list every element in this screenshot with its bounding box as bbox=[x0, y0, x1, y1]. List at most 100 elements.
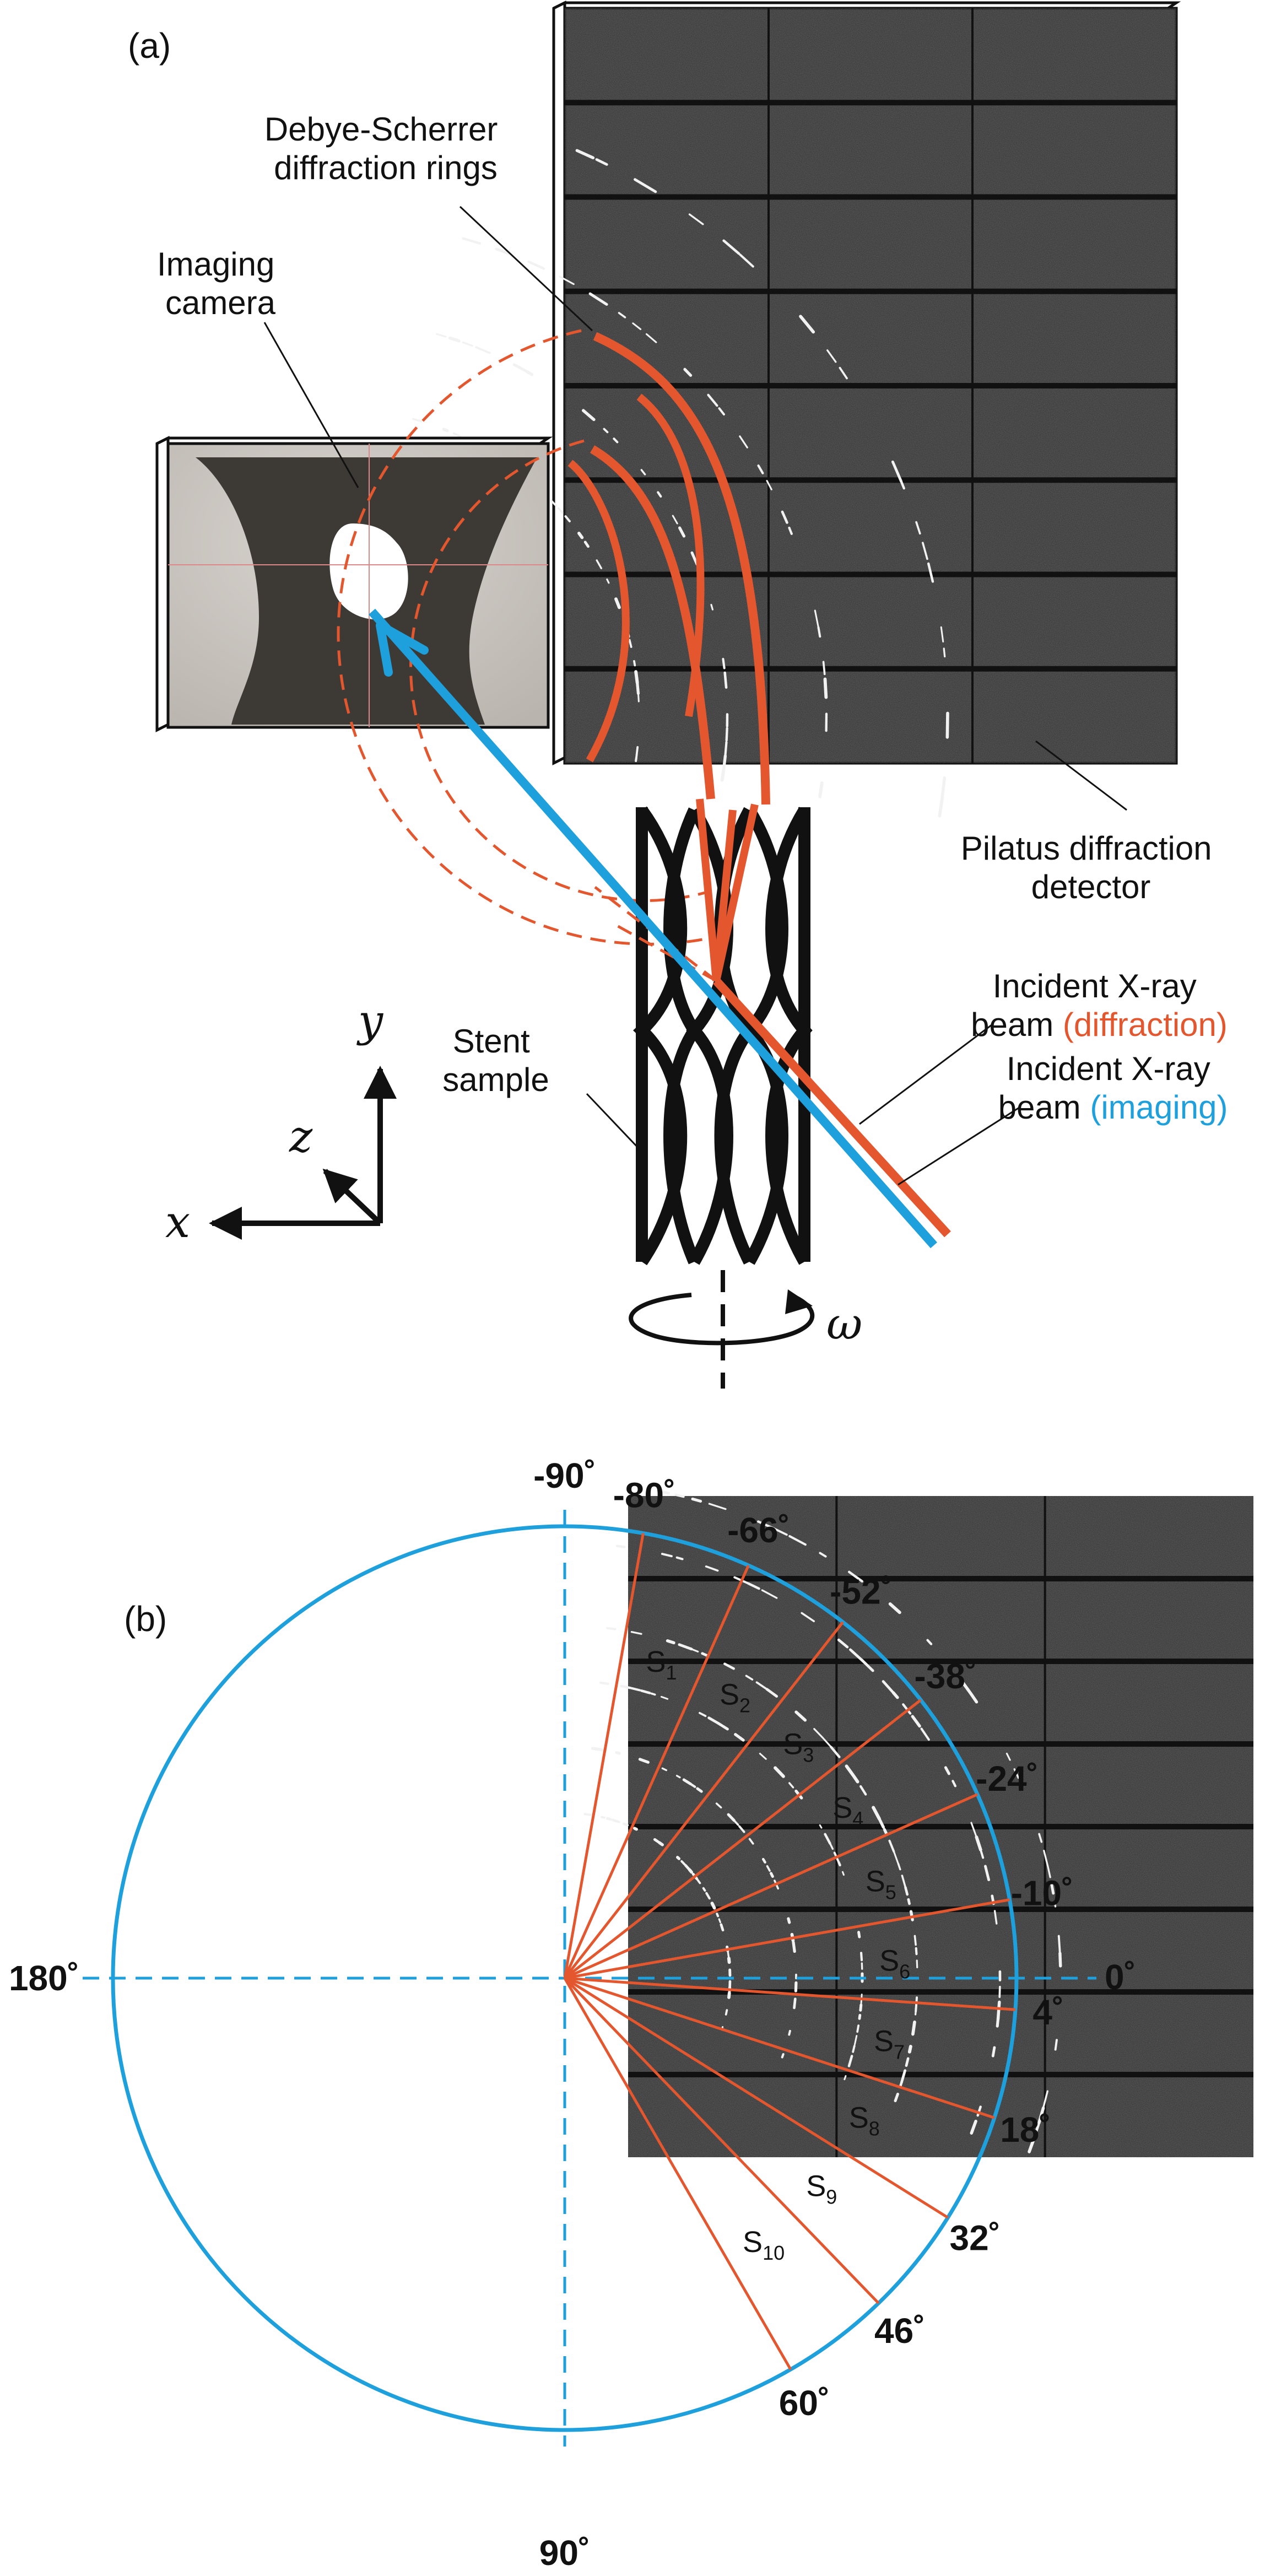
detector-b-spot bbox=[661, 1767, 667, 1772]
detector-b-spot bbox=[901, 1875, 907, 1889]
detector-b-spot bbox=[766, 1865, 771, 1872]
detector-a-spot bbox=[739, 253, 754, 268]
rings-label-line1: Debye-Scherrer bbox=[264, 111, 498, 148]
detector-b-spot bbox=[620, 1684, 632, 1689]
detector-b-spot bbox=[998, 1985, 1001, 1999]
detector-a-spot bbox=[448, 336, 461, 343]
detector-a-spot bbox=[822, 661, 826, 676]
inner-diffraction-ring bbox=[590, 445, 715, 800]
detector-a-spot bbox=[799, 315, 815, 334]
detector-b-spot bbox=[622, 1822, 629, 1827]
incident-imaging-label-line1: Incident X-ray bbox=[1007, 1050, 1210, 1087]
detector-b-spot bbox=[944, 1766, 950, 1775]
detector-b-spot bbox=[702, 1887, 706, 1892]
detector-b-spot bbox=[773, 1527, 788, 1536]
detector-b-spot bbox=[606, 1627, 617, 1630]
detector-b-spot bbox=[674, 1493, 685, 1498]
sector-boundary-line bbox=[564, 1976, 1016, 2011]
detector-a-spot bbox=[634, 670, 639, 684]
sector-boundary-line bbox=[563, 1533, 645, 1979]
detector-a-spot bbox=[823, 677, 828, 699]
inner-ring-left-arc bbox=[567, 460, 630, 763]
detector-a-spot bbox=[577, 531, 584, 539]
sector-angle-label: -66˚ bbox=[727, 1510, 790, 1550]
detector-b-spot bbox=[705, 1565, 719, 1572]
sector-boundary-line bbox=[564, 1793, 979, 1980]
detector-b-spot bbox=[738, 1825, 745, 1833]
detector-b-spot bbox=[734, 1733, 745, 1742]
panel-b-diffraction-spots bbox=[583, 1489, 1062, 2153]
incident-imaging-beam bbox=[369, 608, 937, 1249]
detector-b-spot bbox=[993, 1910, 998, 1925]
detector-b-spot bbox=[819, 1824, 823, 1829]
detector-b-spot bbox=[952, 1780, 957, 1787]
detector-a-spot bbox=[722, 754, 727, 770]
detector-a-spot bbox=[557, 507, 564, 514]
detector-a-spot bbox=[596, 559, 603, 570]
detector-b-spot bbox=[902, 1703, 912, 1715]
sector-angle-labels: -80˚-66˚-52˚-38˚-24˚-10˚4˚18˚32˚46˚60˚ bbox=[613, 1476, 1074, 2423]
detector-b-spot bbox=[1038, 1833, 1043, 1843]
detector-a-spot bbox=[718, 407, 725, 416]
detector-b-spot bbox=[675, 1855, 681, 1860]
detector-b-spot bbox=[630, 1687, 641, 1692]
sector-angle-label: -24˚ bbox=[976, 1759, 1039, 1799]
stent-strut-2 bbox=[663, 807, 702, 1265]
detector-a-spot bbox=[921, 542, 928, 560]
sector-name: S9 bbox=[806, 2170, 837, 2208]
detector-b-spot bbox=[583, 1813, 592, 1816]
detector-a-spot bbox=[475, 346, 491, 354]
incident-imaging-label: Incident X-ray beam (imaging) bbox=[998, 1050, 1228, 1126]
sector-boundaries bbox=[563, 1533, 1016, 2370]
detector-b-spot bbox=[788, 2029, 791, 2036]
detector-b-spot bbox=[1013, 1768, 1020, 1779]
sector-angle-label: -38˚ bbox=[914, 1656, 977, 1696]
detector-label: Pilatus diffraction detector bbox=[961, 830, 1221, 905]
detector-b-spot bbox=[970, 2119, 977, 2135]
detector-a-spot bbox=[943, 647, 946, 658]
detector-b-spot bbox=[748, 1838, 754, 1845]
detector-b-spot bbox=[723, 1662, 735, 1670]
sector-boundary-line bbox=[564, 1976, 949, 2219]
detector-b-spot bbox=[991, 2046, 996, 2057]
detector-b-spot bbox=[911, 1715, 921, 1728]
detector-a-spot bbox=[814, 609, 820, 629]
detector-a-spot bbox=[628, 639, 632, 648]
detector-a-spot bbox=[606, 578, 610, 584]
stent-label: Stent sample bbox=[442, 1023, 549, 1098]
sector-name: S5 bbox=[866, 1865, 896, 1904]
detector-b-spot bbox=[675, 1556, 684, 1560]
detector-a-spot bbox=[583, 541, 590, 548]
detector-b-spot bbox=[821, 1737, 831, 1747]
camera-label-line2: camera bbox=[165, 284, 276, 321]
detector-b-spot bbox=[769, 1872, 774, 1878]
imaging-beam-arrowhead bbox=[376, 621, 429, 677]
sector-angle-label: 60˚ bbox=[779, 2383, 830, 2423]
detector-b-spot bbox=[640, 1689, 651, 1694]
detector-b-spot bbox=[860, 1659, 874, 1672]
sector-boundary-line bbox=[564, 1898, 1010, 1980]
detector-b-spot bbox=[801, 1612, 815, 1622]
detector-side-face bbox=[552, 0, 566, 766]
z-axis-arrow bbox=[322, 1168, 382, 1225]
detector-b-spot bbox=[606, 1817, 612, 1821]
detector-a-spot bbox=[788, 526, 793, 535]
detector-a-spot bbox=[839, 366, 848, 380]
detector-a-spot bbox=[722, 657, 726, 669]
detector-b-spot bbox=[716, 1913, 720, 1918]
sector-angle-label: 18˚ bbox=[1000, 2110, 1051, 2150]
circle-label-left: 180˚ bbox=[9, 1958, 79, 1998]
detector-a-spot bbox=[633, 660, 636, 667]
detector-a-spot bbox=[635, 746, 639, 758]
detector-b-spot bbox=[975, 1835, 982, 1851]
circle-label-bottom: 90˚ bbox=[539, 2533, 591, 2573]
detector-a-spot bbox=[412, 418, 422, 423]
detector-b-spot bbox=[695, 1877, 701, 1884]
detector-b-spot bbox=[612, 1818, 620, 1823]
detector-b-spot bbox=[907, 1898, 911, 1905]
detector-b-spot bbox=[844, 2075, 847, 2081]
detector-a-spot bbox=[690, 551, 699, 566]
detector-b-spot bbox=[787, 1917, 791, 1924]
detector-a-spot bbox=[645, 333, 657, 343]
sector-boundary-line bbox=[563, 1977, 792, 2370]
